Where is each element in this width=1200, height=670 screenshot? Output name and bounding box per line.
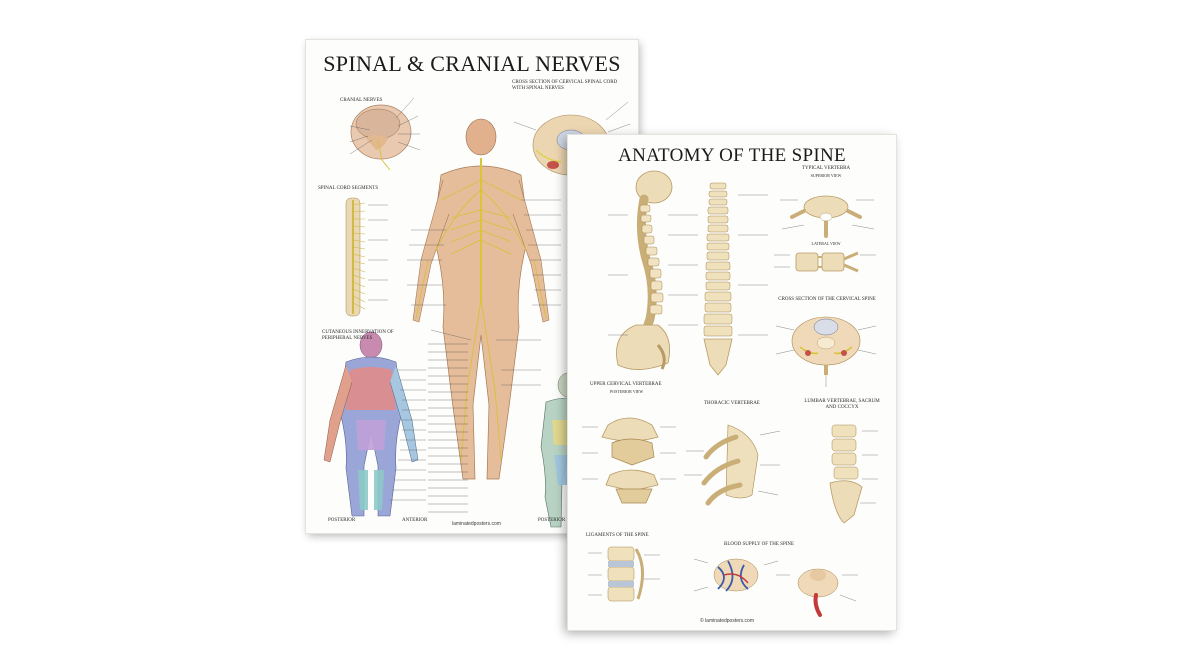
lateral-spine-figure	[608, 170, 698, 370]
cutaneous-heading: CUTANEOUS INNERVATION OF PERIPHERAL NERV…	[322, 330, 394, 341]
head-brain-figure	[349, 97, 421, 171]
upper-cervical-heading: UPPER CERVICAL VERTEBRAE	[590, 382, 662, 387]
lumbar-sacrum-heading: LUMBAR VERTEBRAE, SACRUM AND COCCYX	[804, 399, 880, 410]
ligaments-heading: LIGAMENTS OF THE SPINE	[586, 533, 649, 538]
ligaments-figure	[588, 546, 660, 602]
posterior-spine-figure	[703, 182, 768, 376]
blood-supply-figure	[693, 558, 858, 617]
spine-illustration	[582, 170, 878, 617]
anterior-label: ANTERIOR	[402, 518, 428, 523]
thoracic-vertebrae-heading: THORACIC VERTEBRAE	[704, 401, 760, 406]
nerves-illustration	[323, 97, 631, 528]
superior-view-heading: SUPERIOR VIEW	[810, 173, 842, 178]
poster-footer: laminatedposters.com	[452, 521, 501, 527]
body-nerves-figure	[407, 118, 561, 480]
cervical-cross-section-figure	[775, 316, 877, 387]
cutaneous-figure	[323, 331, 468, 517]
spinal-segments-heading: SPINAL CORD SEGMENTS	[318, 186, 379, 191]
poster-title: ANATOMY OF THE SPINE	[618, 145, 846, 166]
posterior-label-2: POSTERIOR	[538, 518, 566, 523]
cross-section-heading: CROSS SECTION OF CERVICAL SPINAL CORD WI…	[512, 80, 618, 91]
cervical-cross-section-heading: CROSS SECTION OF THE CERVICAL SPINE	[778, 297, 876, 302]
typical-vertebra-figure	[780, 195, 875, 238]
spinal-segments-figure	[345, 197, 388, 317]
poster-footer: © laminatedposters.com	[700, 618, 754, 624]
thoracic-vertebrae-figure	[684, 424, 781, 506]
lateral-vertebra-figure	[774, 251, 876, 273]
upper-cervical-figure	[582, 417, 676, 504]
posterior-view-heading: POSTERIOR VIEW	[610, 389, 644, 394]
blood-supply-heading: BLOOD SUPPLY OF THE SPINE	[724, 542, 795, 547]
typical-vertebra-heading: TYPICAL VERTEBRA	[801, 166, 851, 171]
poster-title: SPINAL & CRANIAL NERVES	[323, 51, 621, 76]
lumbar-sacrum-figure	[829, 424, 878, 524]
anatomy-of-spine-poster: ANATOMY OF THE SPINE	[568, 135, 896, 630]
posterior-label: POSTERIOR	[328, 518, 356, 523]
lateral-view-heading: LATERAL VIEW	[811, 241, 841, 246]
cranial-nerves-heading: CRANIAL NERVES	[340, 98, 383, 103]
